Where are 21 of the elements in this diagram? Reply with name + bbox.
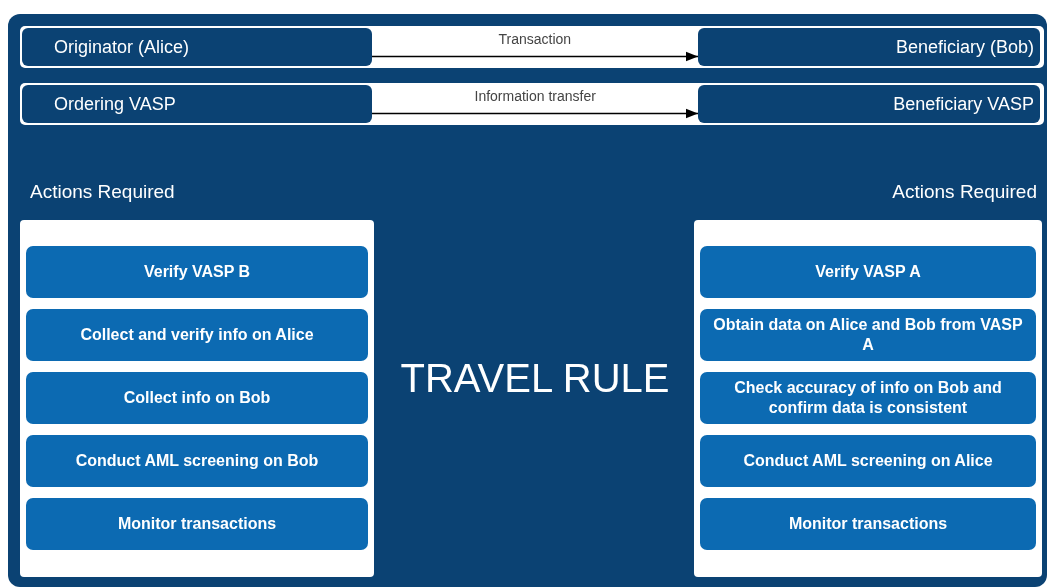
arrow (371, 108, 699, 119)
edge-label: Information transfer (474, 87, 596, 104)
action-box: Conduct AML screening on Alice (700, 435, 1036, 487)
center-label: TRAVEL RULE (399, 356, 671, 401)
action-box: Monitor transactions (26, 498, 368, 550)
action-box: Conduct AML screening on Bob (26, 435, 368, 487)
action-box: Check accuracy of info on Bob and confirm data is consistent (700, 372, 1036, 424)
action-box: Collect info on Bob (26, 372, 368, 424)
action-box: Monitor transactions (700, 498, 1036, 550)
arrow (371, 51, 699, 62)
panel-heading: Actions Required (892, 181, 1037, 203)
action-box: Verify VASP A (700, 246, 1036, 298)
action-box: Obtain data on Alice and Bob from VASP A (700, 309, 1036, 361)
entity-box: Ordering VASP (22, 85, 372, 123)
panel-heading: Actions Required (30, 181, 175, 203)
action-box: Verify VASP B (26, 246, 368, 298)
entity-box: Beneficiary (Bob) (698, 28, 1040, 66)
entity-box: Beneficiary VASP (698, 85, 1040, 123)
edge-label: Transaction (498, 30, 572, 47)
entity-box: Originator (Alice) (22, 28, 372, 66)
action-box: Collect and verify info on Alice (26, 309, 368, 361)
